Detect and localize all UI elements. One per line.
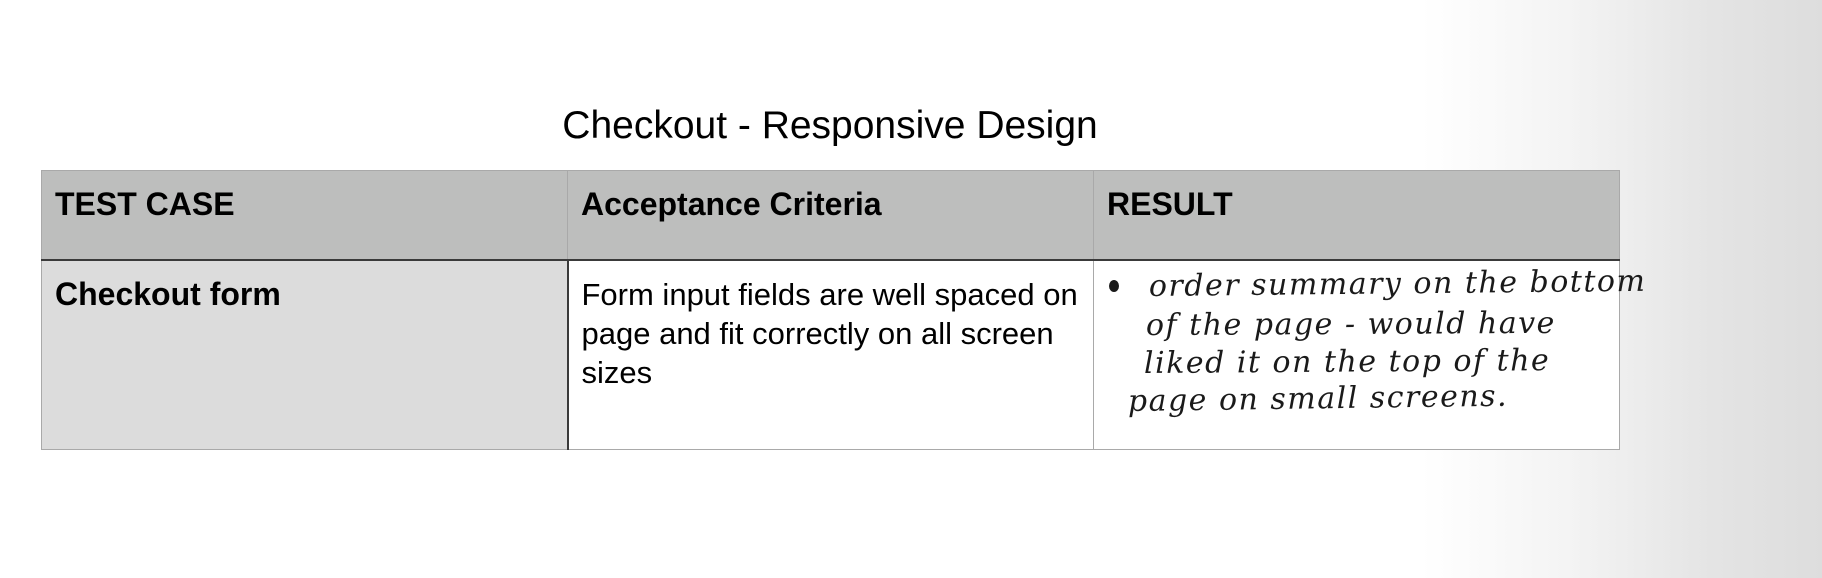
handwritten-note: order summary on the bottom of the page … xyxy=(1094,261,1647,431)
header-acceptance-criteria: Acceptance Criteria xyxy=(567,170,1094,261)
test-case-table: TEST CASE Acceptance Criteria RESULT Che… xyxy=(41,170,1647,450)
table-row: Checkout form Form input fields are well… xyxy=(41,259,1647,450)
handwritten-line-2: of the page - would have xyxy=(1146,306,1556,343)
page-title: Checkout - Responsive Design xyxy=(562,104,1098,147)
header-test-case: TEST CASE xyxy=(41,170,568,261)
handwritten-line-3: liked it on the top of the xyxy=(1144,343,1551,381)
handwritten-line-4: page on small screens. xyxy=(1128,379,1509,419)
handwritten-line-1: order summary on the bottom xyxy=(1149,264,1647,304)
bullet-icon xyxy=(1109,280,1119,292)
handwritten-note-drawing: order summary on the bottom of the page … xyxy=(1109,264,1647,419)
test-case-cell: Checkout form xyxy=(41,259,569,450)
acceptance-criteria-cell: Form input fields are well spaced on pag… xyxy=(567,259,1094,450)
result-cell: order summary on the bottom of the page … xyxy=(1093,259,1647,450)
table-header-row: TEST CASE Acceptance Criteria RESULT xyxy=(41,170,1620,261)
header-result: RESULT xyxy=(1093,170,1620,261)
